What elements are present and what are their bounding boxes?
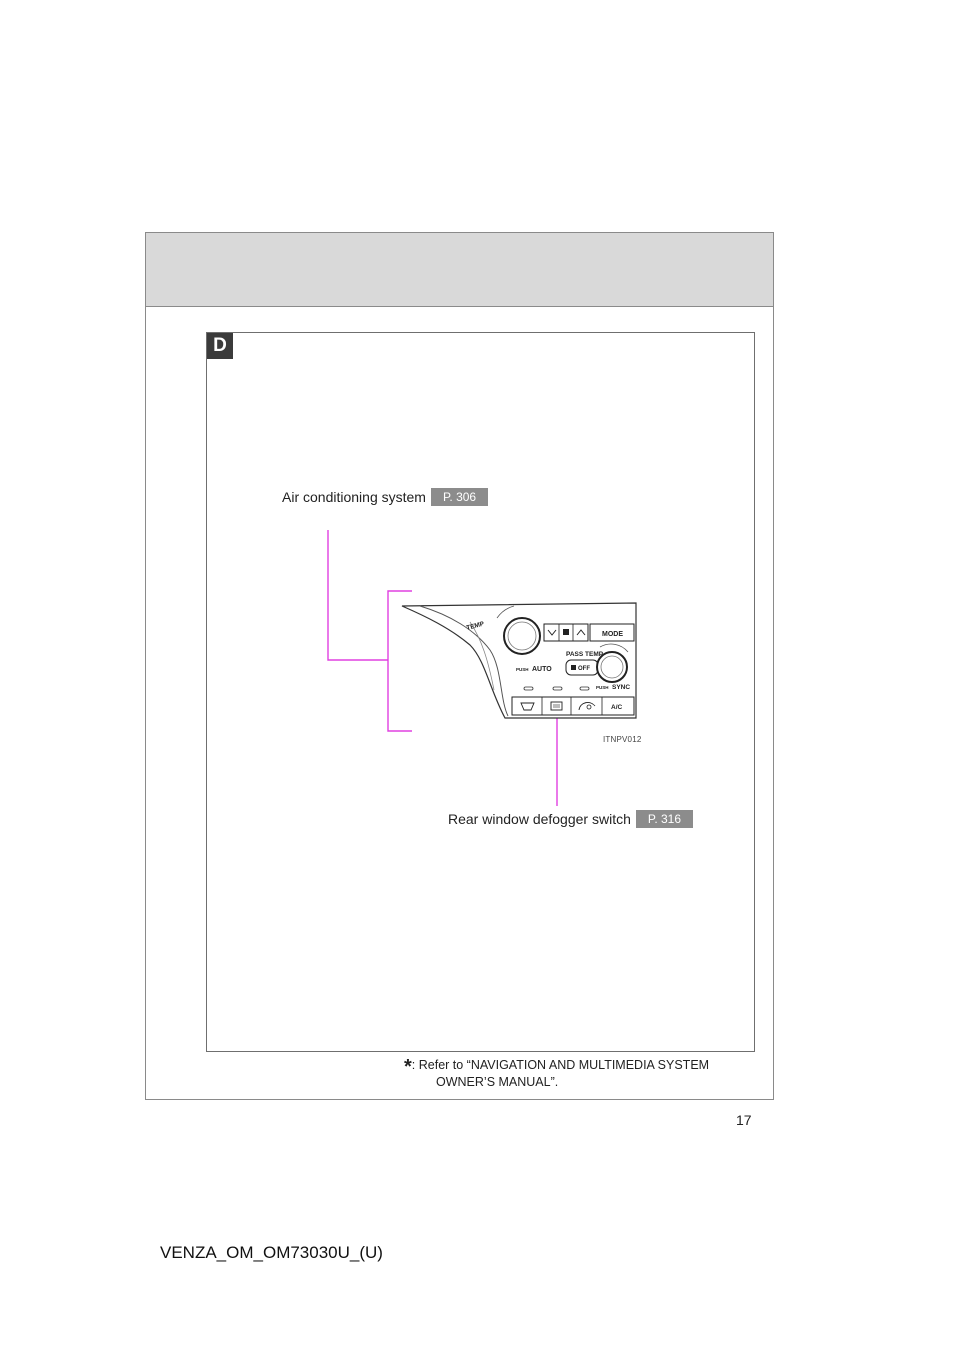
temp-label: TEMP (466, 620, 486, 632)
push-auto-prefix: PUSH (516, 667, 529, 672)
footnote-line1: : Refer to “NAVIGATION AND MULTIMEDIA SY… (411, 1058, 710, 1072)
footer-code: VENZA_OM_OM73030U_(U) (160, 1243, 383, 1262)
figure-code: ITNPV012 (603, 735, 642, 744)
temp-knob (503, 617, 541, 655)
page-frame (145, 232, 774, 1100)
mode-button (589, 623, 635, 642)
header-band (146, 233, 773, 307)
air-conditioning-page-ref[interactable]: P. 306 (430, 488, 489, 506)
fan-up-icon (576, 629, 586, 636)
section-marker: D (207, 333, 233, 359)
footnote: *: Refer to “NAVIGATION AND MULTIMEDIA S… (404, 1056, 710, 1090)
footnote-line2: OWNER’S MANUAL”. (436, 1075, 559, 1089)
off-label: OFF (578, 666, 590, 672)
front-defroster-icon (520, 702, 535, 711)
fan-icon (563, 629, 569, 635)
mode-label: MODE (602, 631, 623, 638)
pass-temp-label: PASS TEMP (566, 651, 604, 658)
rear-defogger-callout: Rear window defogger switch P. 316 (448, 810, 694, 828)
climate-panel: TEMP MODE PASS TEMP PUSH AUTO OFF PUSH S… (401, 602, 637, 719)
fan-down-icon (547, 629, 557, 636)
rear-defogger-page-ref[interactable]: P. 316 (635, 810, 694, 828)
rear-defogger-icon (550, 701, 563, 711)
figure-box: D (206, 332, 755, 1052)
bottom-button-row (511, 696, 635, 716)
ac-bracket (387, 590, 412, 732)
ac-label: A/C (611, 704, 623, 711)
ac-leader-line (327, 530, 388, 661)
rear-defogger-label: Rear window defogger switch (448, 811, 631, 827)
footnote-marker: * (404, 1056, 412, 1078)
air-conditioning-label: Air conditioning system (282, 489, 426, 505)
fan-off-icon (571, 665, 576, 670)
recirculation-icon (578, 702, 596, 711)
air-conditioning-callout: Air conditioning system P. 306 (282, 488, 489, 506)
push-sync-prefix: PUSH (596, 685, 609, 690)
sync-label: SYNC (612, 684, 630, 691)
page-number: 17 (736, 1112, 752, 1128)
auto-label: AUTO (532, 666, 552, 673)
